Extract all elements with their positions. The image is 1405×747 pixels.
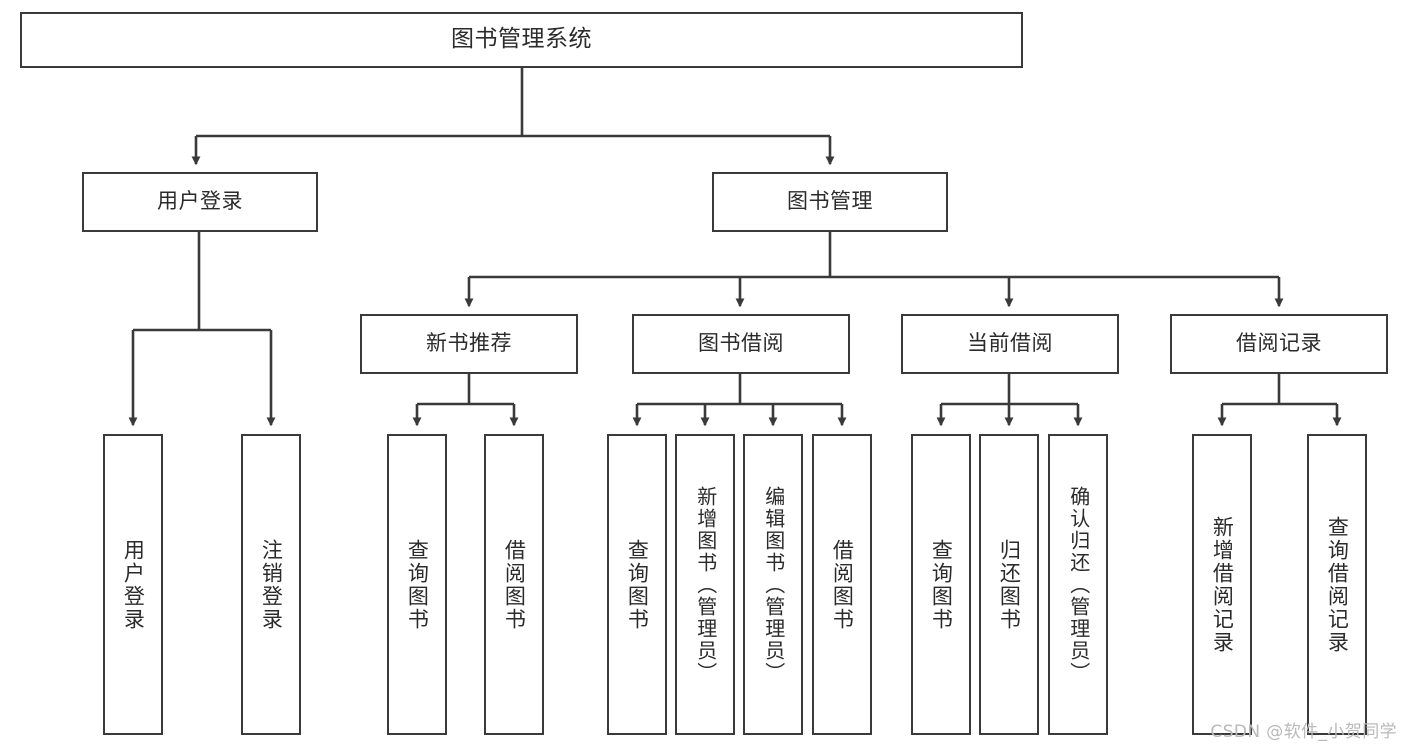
node-book-borrow-label: 图书借阅	[698, 331, 784, 356]
node-leaf-confirm-return-label: 确认归还（管理员）	[1066, 485, 1091, 684]
csdn-watermark: CSDN @软件_小贺同学	[1210, 722, 1397, 742]
node-book-manage[interactable]: 图书管理	[712, 172, 948, 232]
node-leaf-edit-book-label: 编辑图书（管理员）	[761, 485, 786, 684]
node-root-label: 图书管理系统	[451, 26, 592, 53]
node-leaf-add-book-label: 新增图书（管理员）	[693, 485, 718, 684]
node-leaf-return-book[interactable]: 归还图书	[979, 434, 1039, 735]
node-leaf-logout-label: 注销登录	[259, 538, 284, 631]
node-leaf-query-record-label: 查询借阅记录	[1325, 515, 1350, 654]
node-leaf-add-record-label: 新增借阅记录	[1210, 515, 1235, 654]
node-root[interactable]: 图书管理系统	[20, 12, 1023, 68]
node-leaf-borrow-book-1[interactable]: 借阅图书	[484, 434, 544, 735]
node-borrow-record[interactable]: 借阅记录	[1170, 314, 1388, 374]
node-book-manage-label: 图书管理	[787, 189, 873, 214]
node-current-borrow[interactable]: 当前借阅	[901, 314, 1119, 374]
node-leaf-user-login-label: 用户登录	[121, 538, 146, 631]
node-leaf-add-book[interactable]: 新增图书（管理员）	[675, 434, 735, 735]
node-leaf-query-book-3[interactable]: 查询图书	[911, 434, 971, 735]
node-leaf-confirm-return[interactable]: 确认归还（管理员）	[1048, 434, 1108, 735]
node-leaf-query-book-1-label: 查询图书	[405, 538, 430, 631]
node-current-borrow-label: 当前借阅	[967, 331, 1053, 356]
node-book-borrow[interactable]: 图书借阅	[632, 314, 850, 374]
node-leaf-query-record[interactable]: 查询借阅记录	[1307, 434, 1367, 735]
node-leaf-user-login[interactable]: 用户登录	[103, 434, 163, 735]
node-leaf-add-record[interactable]: 新增借阅记录	[1192, 434, 1252, 735]
node-leaf-borrow-book-2[interactable]: 借阅图书	[812, 434, 872, 735]
node-leaf-borrow-book-1-label: 借阅图书	[502, 538, 527, 631]
node-leaf-query-book-2[interactable]: 查询图书	[607, 434, 667, 735]
node-new-book-rec-label: 新书推荐	[426, 331, 512, 356]
node-user-login-label: 用户登录	[157, 189, 243, 214]
node-leaf-query-book-3-label: 查询图书	[929, 538, 954, 631]
node-leaf-query-book-1[interactable]: 查询图书	[387, 434, 447, 735]
node-user-login[interactable]: 用户登录	[82, 172, 318, 232]
node-new-book-rec[interactable]: 新书推荐	[360, 314, 578, 374]
node-leaf-query-book-2-label: 查询图书	[625, 538, 650, 631]
node-leaf-borrow-book-2-label: 借阅图书	[830, 538, 855, 631]
node-leaf-return-book-label: 归还图书	[997, 538, 1022, 631]
node-leaf-edit-book[interactable]: 编辑图书（管理员）	[743, 434, 803, 735]
node-leaf-logout[interactable]: 注销登录	[241, 434, 301, 735]
node-borrow-record-label: 借阅记录	[1236, 331, 1322, 356]
